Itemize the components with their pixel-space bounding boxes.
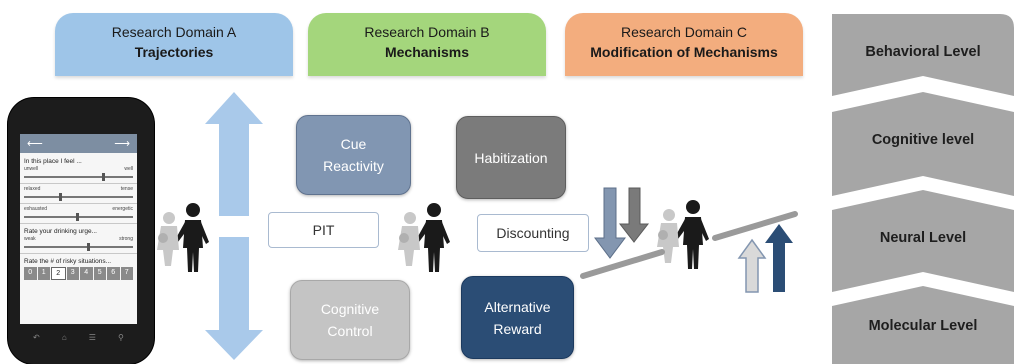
habitization-box: Habitization — [456, 116, 566, 199]
digit-selector: 0 1 2 3 4 5 6 7 — [20, 266, 137, 281]
phone-nav-bar: ⟵ ⟶ — [20, 134, 137, 153]
digit-button-selected[interactable]: 2 — [51, 267, 66, 280]
trajectory-up-arrow — [205, 92, 263, 216]
slider-4-left-label: weak — [24, 236, 36, 242]
habitization-label: Habitization — [474, 149, 548, 166]
down-arrow-dark — [618, 187, 650, 243]
seesaw-left — [580, 249, 665, 279]
slider-3-left-label: exhausted — [24, 206, 48, 212]
domain-b-header: Research Domain B Mechanisms — [308, 13, 546, 76]
trajectory-down-arrow — [205, 237, 263, 360]
level-cognitive: Cognitive level — [871, 132, 975, 148]
level-behavioral: Behavioral Level — [865, 44, 981, 60]
up-arrow-light — [737, 238, 767, 293]
slider-unwell-well[interactable] — [24, 173, 133, 181]
domain-b-title: Research Domain B — [364, 24, 490, 40]
phone-soft-keys: ↶ ⌂ ☰ ⚲ — [22, 333, 135, 342]
up-arrow-dark — [765, 224, 793, 292]
phone-screen: ⟵ ⟶ In this place I feel ... unwell well… — [20, 134, 137, 324]
seesaw-right — [712, 211, 798, 241]
cognitive-control-label: Cognitive Control — [320, 301, 380, 339]
domain-c-subtitle: Modification of Mechanisms — [590, 44, 778, 60]
cue-reactivity-box: Cue Reactivity — [296, 115, 411, 195]
question-risky: Rate the # of risky situations... — [24, 258, 112, 265]
slider-2-left-label: relaxed — [24, 186, 41, 192]
slider-1-labels: unwell well — [20, 166, 137, 173]
digit-button[interactable]: 0 — [24, 267, 37, 280]
cue-reactivity-label: Cue Reactivity — [323, 136, 384, 174]
back-key-icon[interactable]: ↶ — [33, 333, 40, 342]
domain-a-subtitle: Trajectories — [134, 44, 214, 60]
level-molecular: Molecular Level — [868, 318, 978, 334]
chevron-cognitive — [832, 92, 1014, 196]
question-urge: Rate your drinking urge... — [24, 228, 97, 235]
person-figure-a — [157, 203, 209, 272]
domain-b-subtitle: Mechanisms — [384, 44, 470, 60]
domain-a-title: Research Domain A — [111, 24, 237, 40]
question-feel: In this place I feel ... — [24, 158, 82, 165]
cognitive-control-box: Cognitive Control — [290, 280, 410, 360]
digit-button[interactable]: 4 — [80, 267, 93, 280]
slider-2-labels: relaxed tense — [20, 186, 137, 193]
digit-button[interactable]: 6 — [107, 267, 120, 280]
slider-exhausted-energetic[interactable] — [24, 213, 133, 221]
person-figure-c — [657, 200, 709, 269]
chevron-behavioral — [832, 14, 1014, 96]
digit-button[interactable]: 1 — [37, 267, 50, 280]
digit-button[interactable]: 5 — [93, 267, 106, 280]
digit-button[interactable]: 7 — [120, 267, 133, 280]
discounting-box: Discounting — [477, 214, 589, 252]
digit-button[interactable]: 3 — [66, 267, 79, 280]
levels-chevron-stack — [832, 14, 1014, 364]
levels-labels: Behavioral Level Cognitive level Neural … — [832, 0, 1014, 364]
slider-3-labels: exhausted energetic — [20, 206, 137, 213]
slider-4-right-label: strong — [119, 236, 133, 242]
slider-3-right-label: energetic — [112, 206, 133, 212]
alternative-reward-box: Alternative Reward — [461, 276, 574, 359]
down-arrow-light — [594, 187, 626, 259]
domain-c-header: Research Domain C Modification of Mechan… — [565, 13, 803, 76]
slider-4-labels: weak strong — [20, 236, 137, 243]
forward-arrow-icon[interactable]: ⟶ — [114, 138, 130, 150]
alternative-reward-label: Alternative Reward — [484, 298, 551, 337]
person-figure-b — [398, 203, 450, 272]
level-neural: Neural Level — [879, 230, 967, 246]
pit-box: PIT — [268, 212, 379, 248]
domain-c-title: Research Domain C — [620, 24, 748, 40]
chevron-molecular — [832, 286, 1014, 364]
home-key-icon[interactable]: ⌂ — [61, 333, 67, 342]
pit-label: PIT — [312, 222, 335, 238]
discounting-label: Discounting — [496, 225, 570, 241]
slider-relaxed-tense[interactable] — [24, 193, 133, 201]
search-key-icon[interactable]: ⚲ — [118, 333, 124, 342]
chevron-neural — [832, 190, 1014, 292]
slider-1-left-label: unwell — [24, 166, 39, 172]
slider-1-right-label: well — [124, 166, 133, 172]
domain-a-header: Research Domain A Trajectories — [55, 13, 293, 76]
slider-2-right-label: tense — [120, 186, 133, 192]
menu-key-icon[interactable]: ☰ — [88, 333, 96, 342]
back-arrow-icon[interactable]: ⟵ — [27, 138, 43, 150]
slider-weak-strong[interactable] — [24, 243, 133, 251]
